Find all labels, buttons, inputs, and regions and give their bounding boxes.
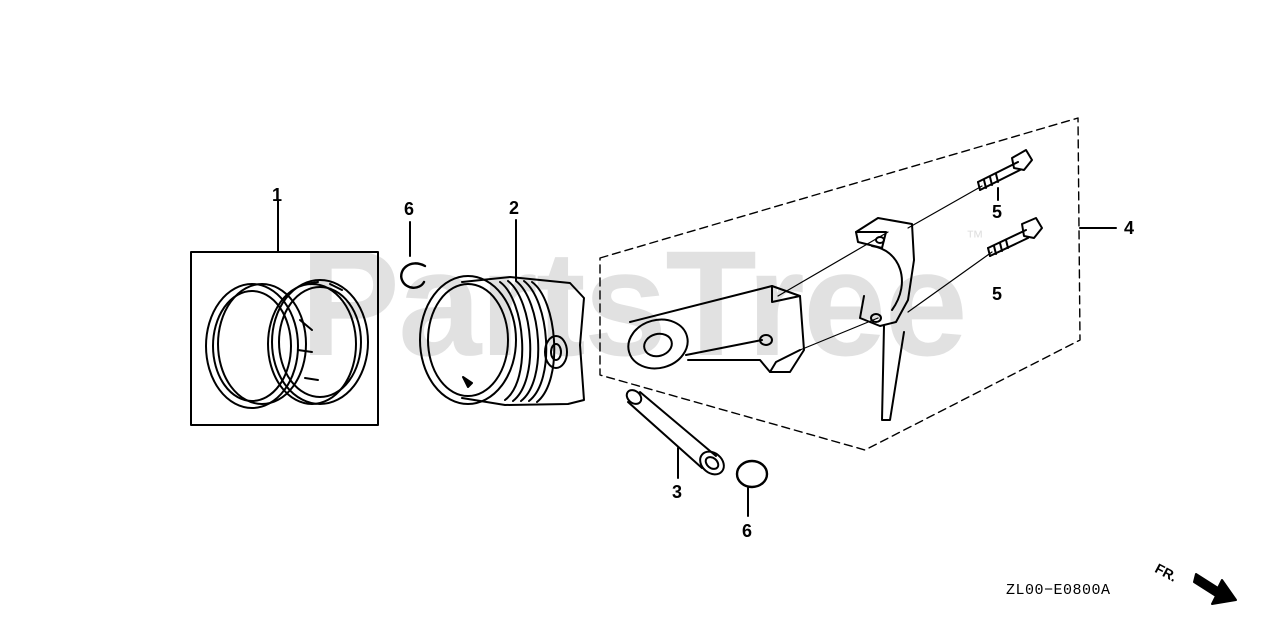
connecting-rod-assembly-outline (599, 117, 1081, 451)
front-arrow-icon (1193, 573, 1237, 605)
piston[interactable] (419, 275, 585, 406)
callout-3[interactable]: 3 (672, 482, 683, 502)
callout-5-lower[interactable]: 5 (992, 284, 1003, 304)
diagram-code: ZL00−E0800A (1006, 582, 1111, 599)
piston-pin[interactable] (624, 387, 728, 479)
callout-4[interactable]: 4 (1124, 218, 1135, 238)
connecting-rod-bolt-lower[interactable] (987, 217, 1043, 257)
piston-pin-clip-lower[interactable] (735, 459, 769, 489)
alignment-lines (777, 185, 993, 351)
piston-pin-clip-upper[interactable] (400, 262, 427, 289)
callout-1[interactable]: 1 (272, 185, 283, 205)
connecting-rod[interactable] (623, 285, 805, 375)
connecting-rod-cap[interactable] (855, 217, 915, 421)
callout-6-lower[interactable]: 6 (742, 521, 753, 541)
connecting-rod-bolt-upper[interactable] (977, 149, 1033, 191)
callout-5-upper[interactable]: 5 (992, 202, 1003, 222)
callout-6-upper[interactable]: 6 (404, 199, 415, 219)
watermark-logo: PartsTree™ (300, 219, 984, 387)
callout-2[interactable]: 2 (509, 198, 520, 218)
piston-ring-set[interactable] (190, 251, 379, 426)
